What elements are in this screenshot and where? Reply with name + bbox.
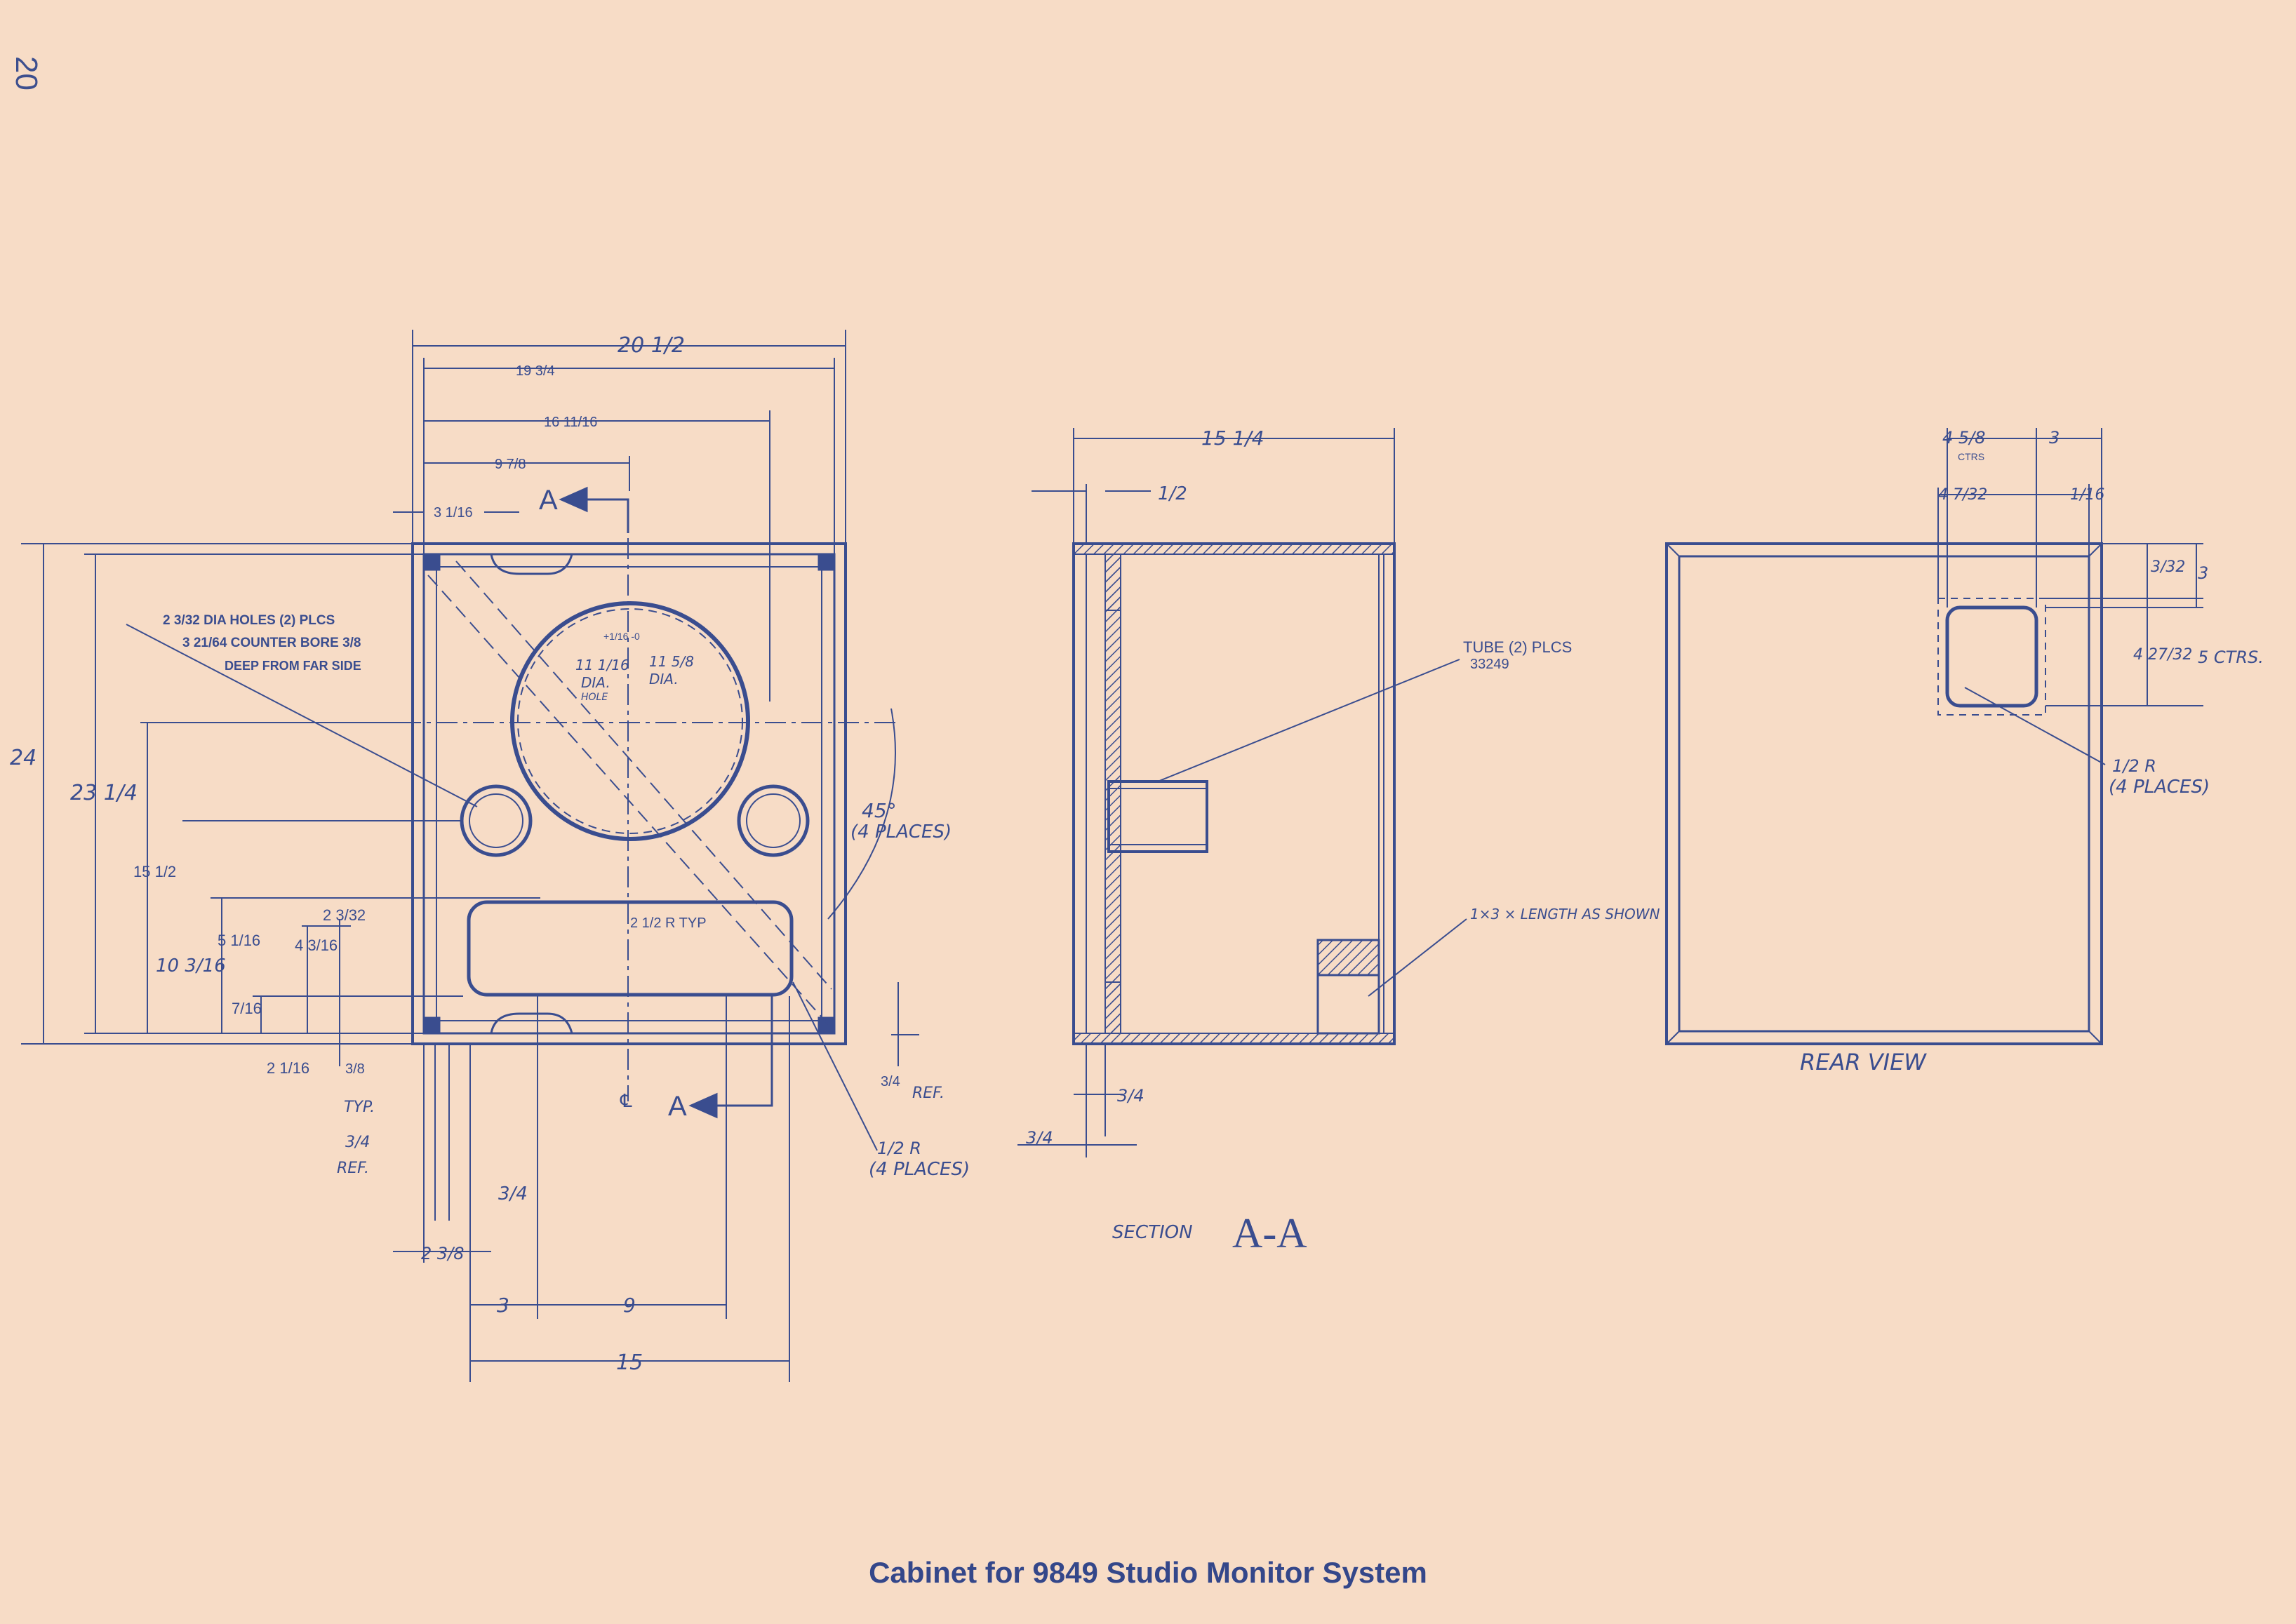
- dim-5-ctrs: 5 CTRS.: [2198, 647, 2264, 667]
- note-cleat: 1×3 × LENGTH AS SHOWN: [1470, 906, 1660, 922]
- dim-4-7-32: 4 7/32: [1938, 486, 1987, 504]
- note-tube-2: 33249: [1470, 657, 1509, 672]
- dim-typ: TYP.: [344, 1099, 375, 1116]
- dim-2-3-32: 2 3/32: [323, 906, 366, 924]
- terminal-cutout: [1945, 605, 2038, 708]
- dim-section-3-4-side: 3/4: [1026, 1128, 1053, 1148]
- dim-4-5-8: 4 5/8: [1942, 428, 1986, 448]
- rear-dimensions: 4 5/8 CTRS 3 4 7/32 1/16 3/32 3 4 27/32 …: [1800, 428, 2264, 1075]
- note-angle-1: 45°: [862, 799, 897, 822]
- dim-7-16: 7/16: [232, 1000, 262, 1017]
- note-radius-half-2: (4 PLACES): [869, 1159, 970, 1180]
- section-mark-top: A: [539, 485, 558, 516]
- note-angle-2: (4 PLACES): [850, 821, 952, 843]
- dim-9: 9: [623, 1294, 636, 1317]
- dim-24: 24: [10, 746, 36, 770]
- front-panel-outline: [411, 542, 847, 1045]
- section-mark-bottom: A: [668, 1091, 687, 1122]
- note-radius-typ: 2 1/2 R TYP: [630, 915, 707, 931]
- front-dimensions: 20 1/2 19 3/4 16 11/16 9 7/8 3 1/16 A A …: [10, 333, 970, 1375]
- section-label-prefix: SECTION: [1112, 1222, 1193, 1243]
- dim-bottom-3-4: 3/4: [498, 1183, 528, 1204]
- note-woofer-hole-3: HOLE: [581, 692, 608, 703]
- dim-2-3-8: 2 3/8: [421, 1244, 465, 1263]
- dim-3-1-16: 3 1/16: [434, 505, 473, 521]
- port-slot: [467, 900, 794, 997]
- dim-19-3-4: 19 3/4: [516, 363, 555, 379]
- note-rear-radius-2: (4 PLACES): [2109, 777, 2210, 798]
- dim-15: 15: [616, 1350, 643, 1375]
- left-hole: [460, 784, 533, 857]
- note-tolerance: +1/16 -0: [603, 631, 640, 642]
- dim-ref: REF.: [337, 1160, 369, 1177]
- dim-1-16: 1/16: [2070, 486, 2104, 504]
- dim-20-1-2: 20 1/2: [618, 333, 685, 358]
- dim-10-3-16: 10 3/16: [156, 955, 226, 977]
- note-woofer-hole-2: DIA.: [581, 674, 610, 691]
- rear-view: [1665, 428, 2203, 1045]
- dim-side-3-4-ref: 3/4: [881, 1074, 900, 1089]
- note-woofer-dia-2: DIA.: [649, 671, 679, 687]
- right-hole: [737, 784, 810, 857]
- dim-5-1-16: 5 1/16: [218, 932, 260, 949]
- woofer-cutout: [510, 601, 750, 841]
- section-label-letters: A-A: [1232, 1210, 1307, 1256]
- dim-3-32: 3/32: [2151, 558, 2185, 576]
- dim-9-7-8: 9 7/8: [495, 457, 526, 472]
- note-woofer-dia-1: 11 5/8: [649, 653, 694, 670]
- rear-outline: [1665, 542, 2103, 1045]
- dim-2-1-16: 2 1/16: [267, 1059, 309, 1077]
- dim-3-4-ref: 3/4: [345, 1134, 370, 1151]
- front-inner-outline: [422, 553, 836, 1035]
- dim-15-1-4: 15 1/4: [1201, 427, 1264, 450]
- dim-right-3: 3: [2198, 563, 2208, 583]
- dim-15-1-2: 15 1/2: [133, 863, 176, 880]
- dim-4-3-16: 4 3/16: [295, 937, 338, 954]
- dim-16-11-16: 16 11/16: [544, 415, 597, 430]
- dim-4-27-32: 4 27/32: [2133, 646, 2192, 664]
- note-holes-2: 3 21/64 COUNTER BORE 3/8: [182, 636, 361, 650]
- section-dimensions: 15 1/4 1/2 3/4 3/4 TUBE (2) PLCS 33249 1…: [1026, 427, 1660, 1256]
- dim-side-ref: REF.: [912, 1085, 945, 1102]
- note-holes-3: DEEP FROM FAR SIDE: [225, 659, 361, 673]
- note-radius-half-1: 1/2 R: [877, 1139, 921, 1158]
- section-a-a-view: [1017, 428, 1467, 1157]
- dim-3: 3: [497, 1294, 509, 1317]
- note-holes-1: 2 3/32 DIA HOLES (2) PLCS: [163, 613, 335, 628]
- note-rear-radius-1: 1/2 R: [2112, 756, 2156, 776]
- centerline-symbol: ℄: [620, 1090, 632, 1111]
- dim-23-1-4: 23 1/4: [70, 781, 138, 805]
- rear-view-label: REAR VIEW: [1800, 1049, 1927, 1075]
- cleat: [1316, 939, 1380, 977]
- dim-top-3: 3: [2049, 428, 2060, 448]
- drawing-caption: Cabinet for 9849 Studio Monitor System: [869, 1556, 1427, 1589]
- dim-ctrs: CTRS: [1958, 451, 1984, 462]
- dim-section-3-4-bottom: 3/4: [1117, 1086, 1144, 1106]
- note-woofer-hole-1: 11 1/16: [575, 657, 629, 673]
- dim-3-8: 3/8: [345, 1061, 365, 1077]
- port-tube: [1107, 780, 1208, 853]
- front-view: [21, 330, 919, 1382]
- dim-1-2: 1/2: [1158, 483, 1187, 504]
- note-tube-1: TUBE (2) PLCS: [1463, 638, 1572, 656]
